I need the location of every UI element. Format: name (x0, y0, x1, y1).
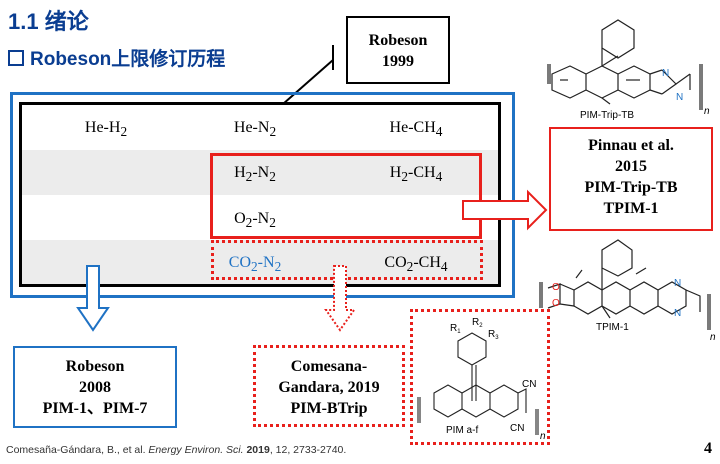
repeat-n-label-3: n (540, 431, 546, 441)
highlight-2015-gases (210, 153, 482, 239)
pim-af-label: PIM a-f (446, 425, 478, 436)
arrow-right-2015 (462, 189, 548, 231)
callout-2008-line1: Robeson (65, 358, 125, 375)
cn-label-2: CN (510, 423, 524, 434)
cell-he-ch4: He-CH4 (389, 119, 443, 140)
page-title: 1.1 绪论 (8, 9, 89, 34)
callout-2015-line1: Pinnau et al. (588, 137, 674, 154)
o-atom-2: O (552, 298, 560, 309)
tpim-1-structure: O O N N n TPIM-1 (539, 239, 716, 343)
cell-h2-n2: H2-N2 (234, 164, 276, 185)
cell-o2-n2: O2-N2 (234, 210, 276, 231)
pim-af-frame (410, 309, 550, 445)
n-atom-2: N (676, 92, 683, 103)
table-band-row2 (22, 150, 498, 195)
n-atom-4: N (674, 308, 681, 319)
callout-1999-line1: Robeson (368, 32, 428, 49)
callout-1999-pointer (282, 59, 334, 105)
n-atom-3: N (674, 278, 681, 289)
page-number: 4 (704, 440, 712, 457)
callout-2008-line2: 2008 (79, 379, 111, 396)
callout-comesana-2019: Comesana- Gandara, 2019 PIM-BTrip (253, 345, 405, 427)
o-atom-1: O (552, 282, 560, 293)
callout-2019-line1: Comesana- (290, 358, 368, 375)
callout-2008-line3: PIM-1、PIM-7 (42, 400, 148, 417)
table-outer-frame (10, 92, 515, 298)
subtitle-text: Robeson上限修订历程 (30, 49, 226, 70)
callout-2015-line4: TPIM-1 (603, 200, 659, 217)
cn-label-1: CN (522, 379, 536, 390)
square-bullet-icon (8, 49, 24, 66)
r1-label: R1 (450, 323, 461, 335)
callout-pinnau-2015: Pinnau et al. 2015 PIM-Trip-TB TPIM-1 (549, 127, 713, 231)
pim-af-structure: R1 R2 R3 CN CN n PIM a-f (417, 317, 546, 441)
cell-he-h2: He-H2 (84, 119, 128, 140)
callout-robeson-2008: Robeson 2008 PIM-1、PIM-7 (13, 346, 177, 428)
arrow-down-2008 (76, 265, 110, 332)
repeat-n-label: n (704, 106, 710, 117)
cell-co2-n2: CO2-N2 (228, 254, 282, 275)
callout-2019-line3: PIM-BTrip (290, 400, 368, 417)
citation: Comesaña-Gándara, B., et al. Energy Envi… (6, 444, 347, 456)
cell-h2-ch4: H2-CH4 (389, 164, 443, 185)
table-band-row4 (22, 240, 498, 284)
n-atom-1: N (662, 68, 669, 79)
tpim-1-label: TPIM-1 (596, 322, 629, 333)
subtitle: Robeson上限修订历程 (8, 44, 225, 71)
cell-co2-ch4: CO2-CH4 (384, 254, 448, 275)
pim-trip-tb-label: PIM-Trip-TB (580, 110, 634, 121)
callout-1999-line2: 1999 (382, 53, 414, 70)
callout-2015-line3: PIM-Trip-TB (584, 179, 678, 196)
r2-label: R2 (472, 317, 483, 329)
arrow-down-2019 (324, 265, 356, 332)
callout-2019-line2: Gandara, 2019 (278, 379, 380, 396)
cell-he-n2: He-N2 (233, 119, 277, 140)
pim-trip-tb-structure: N N n PIM-Trip-TB (547, 19, 710, 121)
callout-2015-line2: 2015 (615, 158, 647, 175)
repeat-n-label-2: n (710, 332, 716, 343)
r3-label: R3 (488, 329, 499, 341)
callout-robeson-1999: Robeson 1999 (346, 16, 450, 84)
